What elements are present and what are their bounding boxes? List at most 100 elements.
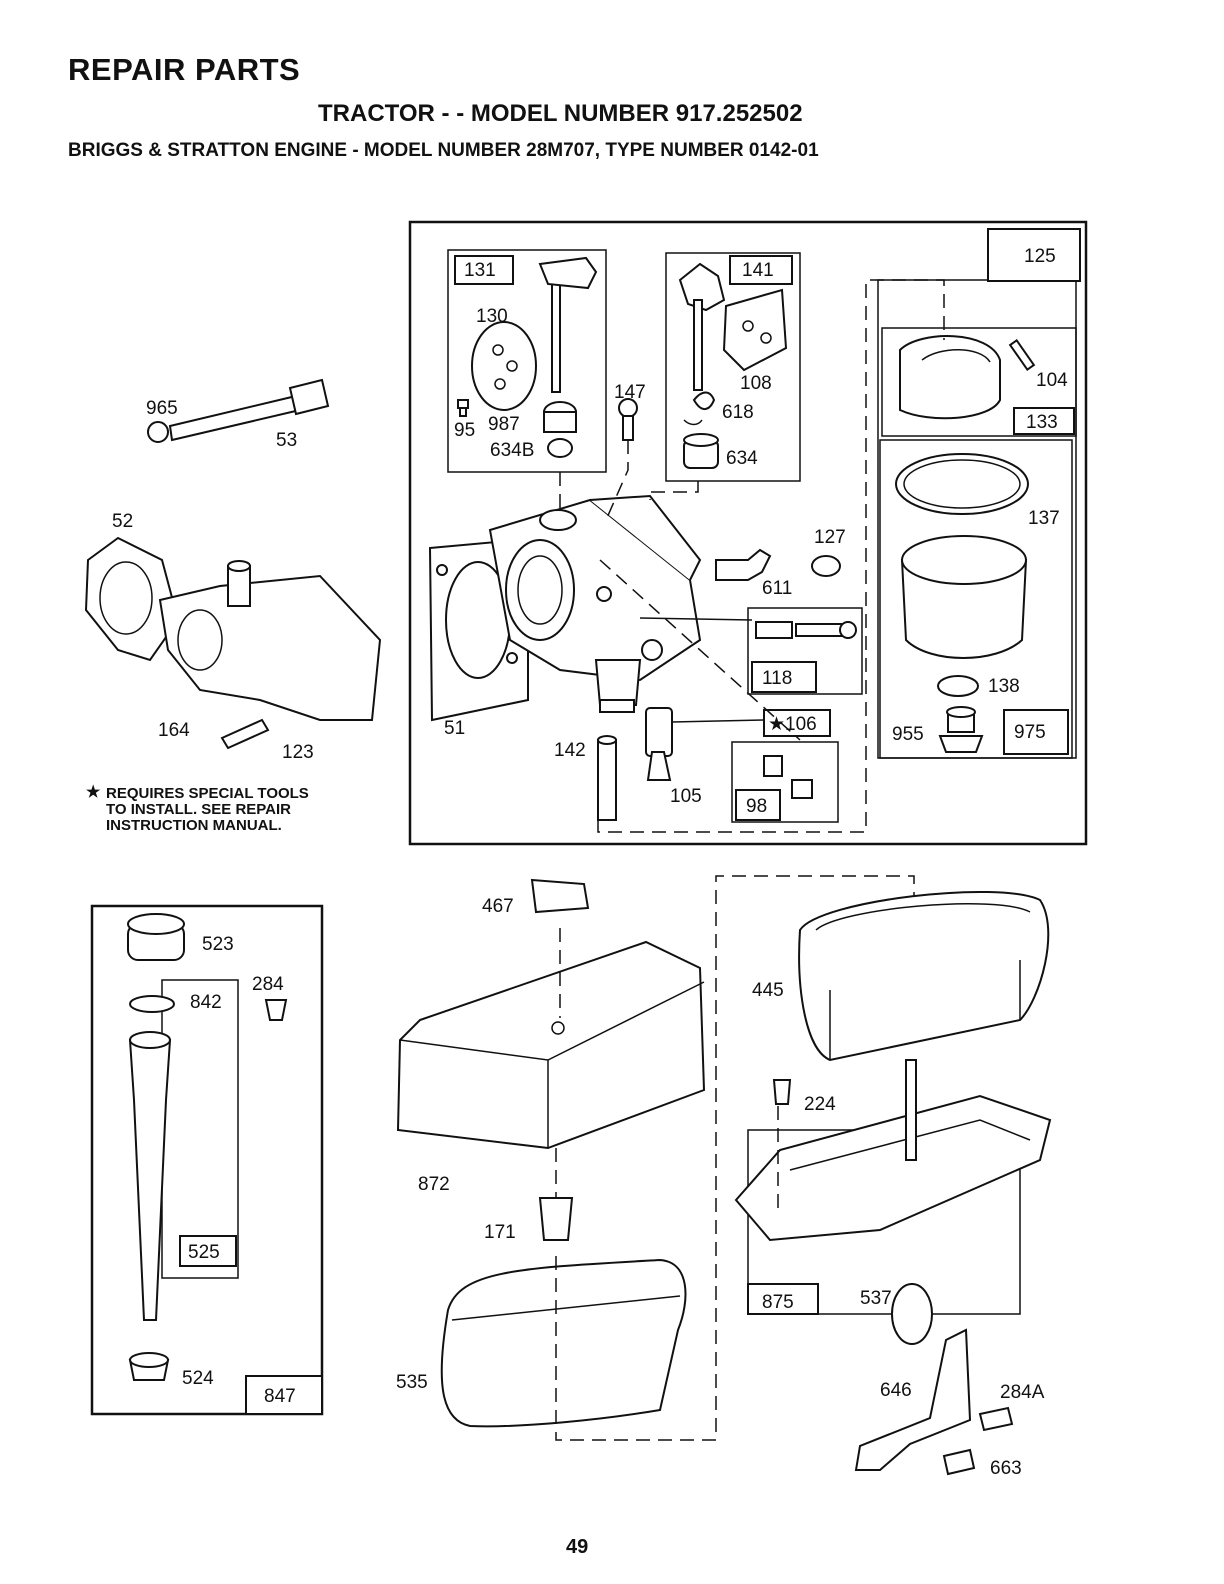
label-141: 141 [742, 260, 774, 281]
label-634: 634 [726, 448, 758, 469]
plug-127 [811, 555, 841, 577]
kit-118-label-box [751, 661, 817, 693]
gasket-52 [84, 536, 180, 662]
kit-98-frame [731, 741, 839, 823]
label-106: ★106 [768, 714, 817, 735]
throttle-shaft [551, 271, 561, 393]
kit-847-label-box [245, 1375, 323, 1415]
label-875: 875 [762, 1292, 794, 1313]
model-number-heading: TRACTOR - - MODEL NUMBER 917.252502 [318, 100, 803, 127]
label-147: 147 [614, 382, 646, 403]
air-filter-137 [895, 453, 1029, 659]
kit-975-frame [879, 439, 1073, 759]
label-618: 618 [722, 402, 754, 423]
note-line-1: REQUIRES SPECIAL TOOLS [106, 785, 309, 802]
kit-141-parts [678, 262, 788, 469]
screw-123 [220, 718, 270, 750]
kit-133-label-box [1013, 407, 1075, 435]
idle-needle-118 [755, 621, 857, 639]
label-847: 847 [264, 1386, 296, 1407]
label-445: 445 [752, 980, 784, 1001]
label-646: 646 [880, 1380, 912, 1401]
kit-131-label-box [454, 255, 514, 285]
label-105: 105 [670, 786, 702, 807]
label-118: 118 [762, 668, 792, 689]
screw-284A [978, 1406, 1014, 1432]
label-125: 125 [1024, 246, 1056, 267]
leader-141 [649, 481, 699, 500]
label-164: 164 [158, 720, 190, 741]
label-142: 142 [554, 740, 586, 761]
label-53: 53 [276, 430, 297, 451]
kit-525-label-box [179, 1235, 237, 1267]
label-171: 171 [484, 1222, 516, 1243]
leader-118 [639, 617, 753, 621]
needle-105 [646, 751, 672, 781]
choke-lever [678, 262, 726, 312]
engine-model-heading: BRIGGS & STRATTON ENGINE - MODEL NUMBER … [68, 140, 819, 161]
special-tools-note: ★ REQUIRES SPECIAL TOOLS TO INSTALL. SEE… [86, 785, 309, 834]
throttle-lever [538, 256, 598, 290]
leader-98 [599, 559, 801, 741]
label-95: 95 [454, 420, 475, 441]
label-663: 663 [990, 1458, 1022, 1479]
note-line-3: INSTRUCTION MANUAL. [106, 817, 282, 834]
page-number: 49 [566, 1536, 589, 1558]
screw-284 [264, 999, 288, 1021]
label-224: 224 [804, 1094, 836, 1115]
carburetor-body [428, 494, 702, 722]
label-137: 137 [1028, 508, 1060, 529]
label-284A: 284A [1000, 1382, 1045, 1403]
jet-106 [645, 707, 673, 757]
label-52: 52 [112, 511, 133, 532]
label-104: 104 [1036, 370, 1068, 391]
cover-872 [396, 940, 706, 1150]
label-524: 524 [182, 1368, 214, 1389]
dipstick-group-frame [90, 904, 324, 1416]
throttle-plate-130 [471, 321, 537, 411]
label-284: 284 [252, 974, 284, 995]
fitting-611 [715, 548, 772, 581]
label-467: 467 [482, 896, 514, 917]
cover-group [396, 875, 915, 1441]
label-523: 523 [202, 934, 234, 955]
label-611: 611 [762, 578, 792, 599]
label-975: 975 [1014, 722, 1046, 743]
kit-133-frame [881, 327, 1077, 437]
screw-95 [457, 399, 469, 417]
base-plate [734, 1094, 1052, 1242]
bracket-646 [854, 1328, 972, 1471]
choke-plate-108 [722, 288, 788, 372]
pre-cleaner-535 [440, 1258, 687, 1428]
intake-group [84, 378, 382, 750]
label-965: 965 [146, 398, 178, 419]
dipstick-parts [127, 913, 288, 1381]
label-138: 138 [988, 676, 1020, 697]
spring-618 [692, 391, 716, 410]
kit-525-frame [161, 979, 239, 1279]
kit-875-label-box [747, 1283, 819, 1315]
label-108: 108 [740, 373, 772, 394]
seal-634B [547, 438, 573, 458]
seal-537 [891, 1283, 933, 1345]
kit-131-parts [457, 256, 598, 458]
screw-147 [618, 398, 638, 441]
screw-663 [942, 1448, 976, 1476]
intake-manifold-164 [158, 574, 382, 721]
knob-955 [938, 706, 984, 753]
note-line-2: TO INSTALL. SEE REPAIR [106, 801, 292, 818]
page-title: REPAIR PARTS [68, 52, 301, 87]
leader-base [597, 279, 945, 833]
kit-118-frame [747, 607, 863, 695]
label-123: 123 [282, 742, 314, 763]
seal-138 [937, 675, 979, 697]
carburetor-group-frame [408, 220, 1088, 846]
label-535: 535 [396, 1372, 428, 1393]
kit-141-frame [665, 252, 801, 482]
label-987: 987 [488, 414, 520, 435]
label-98: 98 [746, 796, 767, 817]
screw-224 [772, 1079, 792, 1105]
leader-535 [555, 875, 915, 1441]
knob-467 [530, 878, 590, 914]
